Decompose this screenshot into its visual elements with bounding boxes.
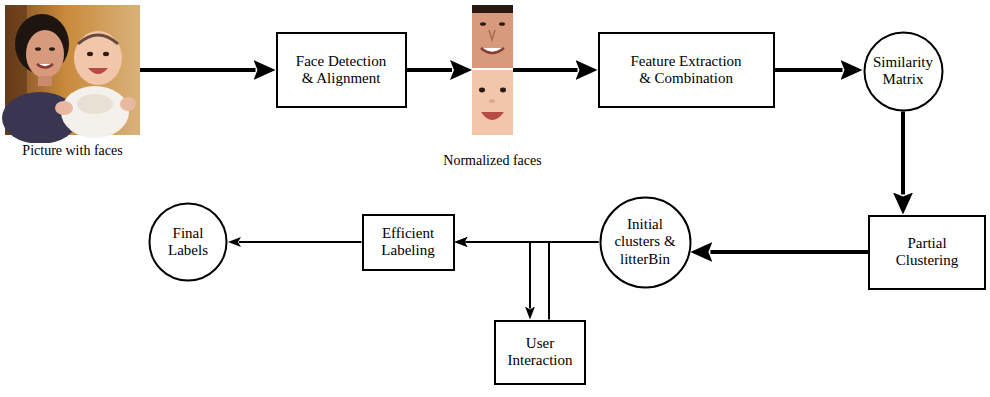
flow-arrow [530,242,599,309]
node-label: Feature Extraction & Combination [625,53,747,88]
circle-outline [600,197,690,287]
circle-outline [864,32,942,110]
flow-arrow [513,68,578,72]
process-box: Partial Clustering [868,215,986,290]
node-label: Similarity Matrix [872,54,934,89]
data-circle: Final Labels [148,202,228,282]
family-photo [2,5,140,144]
figure-caption: Normalized faces [441,153,543,169]
node-label: Face Detection & Alignment [291,53,391,88]
process-box: Face Detection & Alignment [276,32,407,108]
data-circle: Initial clusters & litterBin [599,196,692,289]
flow-arrow [775,68,843,72]
node-label: User Interaction [503,335,578,370]
process-box: Efficient Labeling [362,214,455,271]
node-label: Partial Clustering [882,235,972,270]
node-label: Initial clusters & litterBin [613,216,677,268]
photo-figure: Normalized faces [472,5,513,135]
data-circle: Similarity Matrix [863,31,944,112]
circle-outline [150,204,227,281]
flow-arrow [710,250,868,254]
flow-arrow [466,242,550,320]
flow-arrow [407,68,453,72]
figure-caption: Picture with faces [20,143,124,159]
node-label: Final Labels [163,225,213,260]
process-box: Feature Extraction & Combination [598,32,775,108]
flow-arrow [239,241,362,243]
flow-arrow [140,68,256,72]
node-label: Efficient Labeling [371,225,446,260]
photo-figure: Picture with faces [5,5,140,135]
flow-arrow [901,112,905,195]
process-box: User Interaction [494,320,586,385]
normalized-face-crops [472,5,513,135]
